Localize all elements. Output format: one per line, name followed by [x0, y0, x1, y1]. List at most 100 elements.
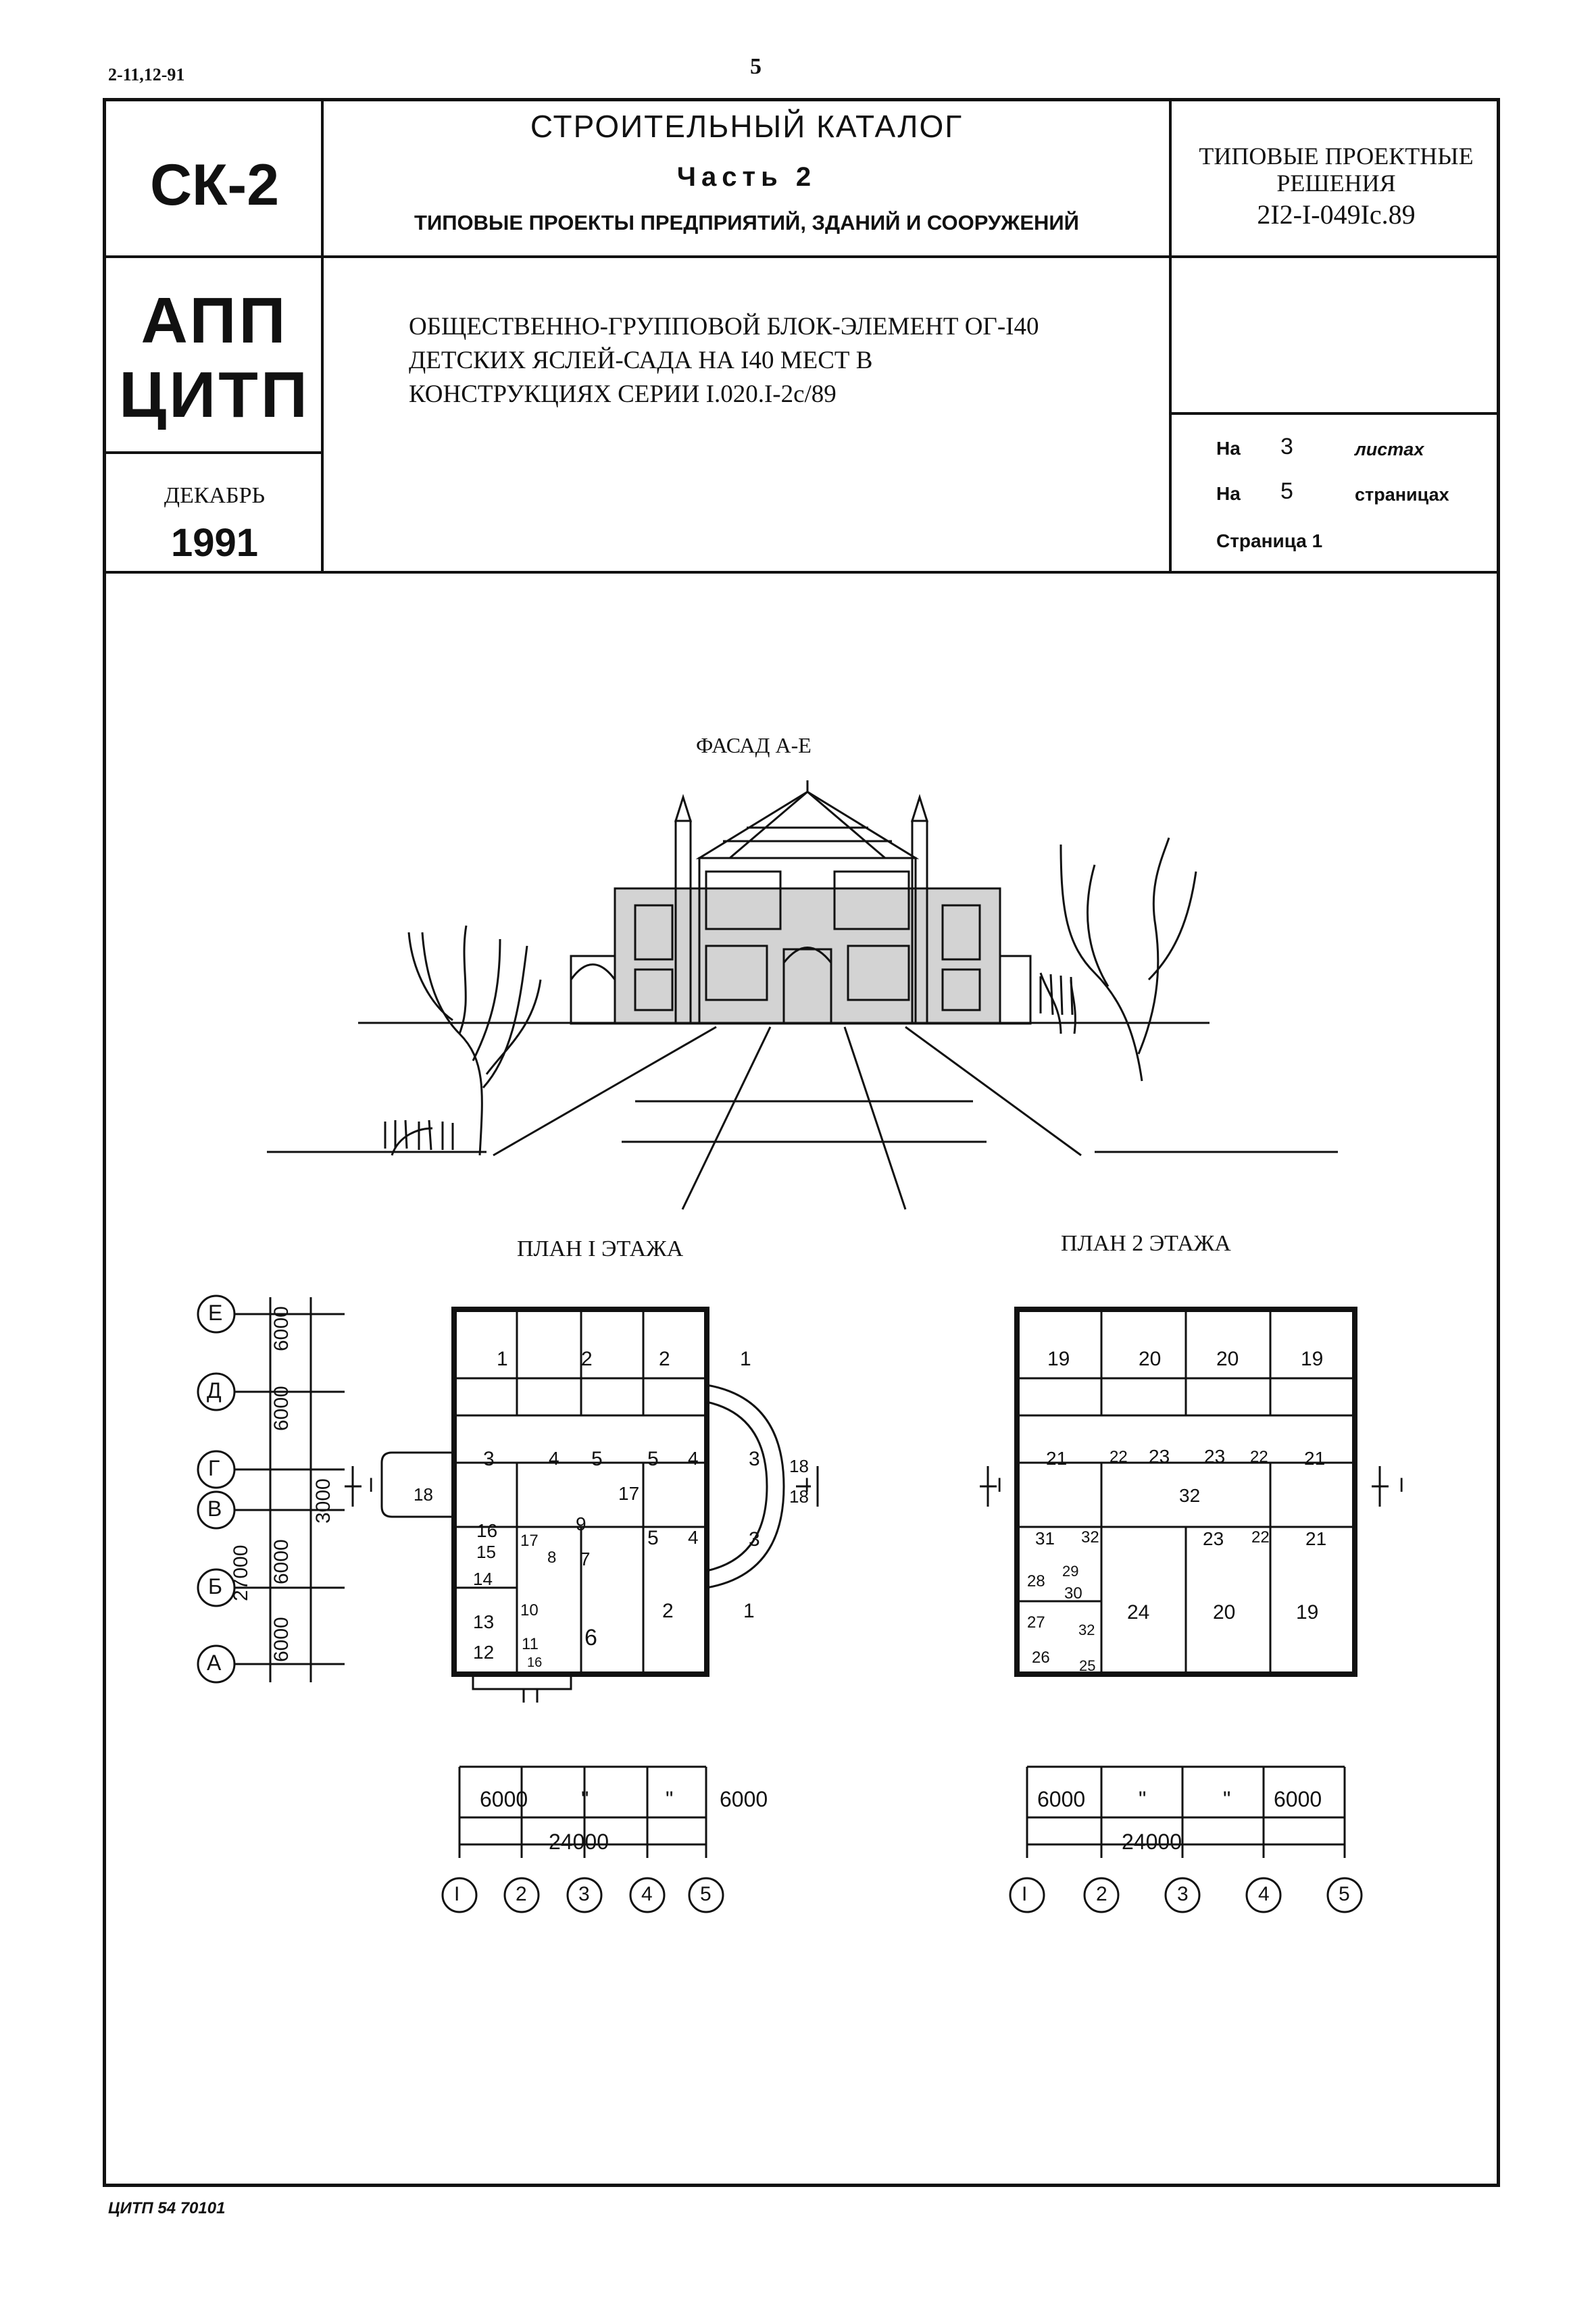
room-number: 4 [549, 1448, 559, 1469]
facade-title: ФАСАД А-Е [696, 733, 812, 757]
room-number: 6 [584, 1625, 597, 1651]
row-axis-label: Е [208, 1301, 223, 1325]
room-number: 13 [473, 1611, 495, 1632]
horizontal-dimension: 6000 [720, 1787, 768, 1811]
catalog-title: СТРОИТЕЛЬНЫЙ КАТАЛОГ [530, 109, 964, 144]
room-number: 4 [688, 1527, 699, 1548]
pages-suffix: страницах [1355, 484, 1449, 505]
room-number: 11 [522, 1635, 539, 1653]
room-number: 21 [1046, 1448, 1068, 1469]
column-axis-label: 4 [1258, 1883, 1270, 1905]
room-number: 17 [618, 1483, 640, 1504]
room-number: 23 [1149, 1446, 1170, 1467]
room-number: 2 [581, 1348, 593, 1370]
column-axis-label: 5 [700, 1883, 712, 1905]
room-number: 30 [1064, 1584, 1082, 1603]
footer-imprint: ЦИТП 54 70101 [108, 2199, 226, 2217]
room-number: 26 [1032, 1649, 1050, 1667]
project-description-3: КОНСТРУКЦИЯХ СЕРИИ I.020.I-2c/89 [409, 380, 837, 408]
room-number: 2 [659, 1348, 670, 1370]
room-number: 23 [1203, 1528, 1224, 1549]
room-number: 8 [547, 1549, 557, 1567]
room-number: 2 [662, 1600, 674, 1622]
section-mark: I [804, 1474, 810, 1496]
divider [103, 451, 322, 454]
column-axis-label: 4 [641, 1883, 653, 1905]
room-number: 4 [688, 1448, 699, 1469]
row-axes [197, 1294, 236, 1684]
divider [1169, 412, 1500, 415]
column-axis-label: I [454, 1883, 460, 1905]
part-title: ТИПОВЫЕ ПРОЕКТЫ ПРЕДПРИЯТИЙ, ЗДАНИЙ И СО… [414, 211, 1079, 234]
row-axis-label: А [207, 1651, 222, 1675]
room-number: 23 [1204, 1446, 1226, 1467]
room-number: 7 [580, 1549, 591, 1569]
room-number: 22 [1251, 1528, 1270, 1546]
room-number: 20 [1216, 1348, 1239, 1370]
org-name-2: ЦИТП [119, 359, 310, 431]
room-number: 14 [473, 1569, 493, 1589]
room-number: 5 [647, 1527, 659, 1549]
divider [1169, 98, 1172, 572]
overall-horizontal-dimension: 24000 [549, 1830, 609, 1854]
room-number: 29 [1062, 1563, 1079, 1580]
room-number: 31 [1035, 1528, 1055, 1549]
row-axis-label: Б [208, 1574, 222, 1599]
room-number: 24 [1127, 1601, 1150, 1624]
room-number: 1 [740, 1348, 751, 1370]
row-axis-label: Д [207, 1378, 222, 1403]
room-number: 1 [743, 1600, 755, 1622]
room-number: 19 [1047, 1348, 1070, 1370]
column-axes [441, 1877, 724, 1913]
room-number: 22 [1250, 1448, 1268, 1466]
room-number: 9 [576, 1513, 587, 1534]
issue-month: ДЕКАБРЬ [164, 483, 266, 508]
room-number: 5 [647, 1448, 659, 1470]
column-axis-label: I [1022, 1883, 1028, 1905]
column-axis-label: 2 [516, 1883, 527, 1905]
row-axis-label: В [207, 1496, 222, 1521]
column-axis-label: 2 [1096, 1883, 1107, 1905]
divider [103, 571, 1500, 574]
room-number: 21 [1304, 1448, 1326, 1469]
horizontal-dimension: " [581, 1787, 589, 1811]
room-number: 3 [749, 1528, 760, 1551]
room-number: 10 [520, 1601, 539, 1619]
doc-code: 2-11,12-91 [108, 65, 185, 84]
room-number: 27 [1027, 1613, 1045, 1632]
section-mark: I [1399, 1474, 1405, 1496]
horizontal-dimension: 6000 [1274, 1787, 1322, 1811]
room-number: 18 [414, 1484, 433, 1505]
sheets-suffix: листах [1355, 439, 1424, 459]
room-number: 20 [1139, 1348, 1162, 1370]
room-number: 18 [789, 1486, 809, 1507]
project-description: ОБЩЕСТВЕННО-ГРУППОВОЙ БЛОК-ЭЛЕМЕНТ ОГ-I4… [409, 313, 1039, 341]
project-description-2: ДЕТСКИХ ЯСЛЕЙ-САДА НА I40 МЕСТ В [409, 347, 873, 374]
horizontal-dimension: 6000 [480, 1787, 528, 1811]
plan2-title: ПЛАН 2 ЭТАЖА [1061, 1231, 1231, 1256]
vertical-dimension: 3000 [312, 1478, 334, 1524]
catalog-part: Часть 2 [676, 162, 817, 192]
room-number: 3 [749, 1448, 760, 1470]
divider [103, 255, 1500, 258]
room-number: 32 [1078, 1621, 1095, 1638]
decisions-label-2: РЕШЕНИЯ [1276, 170, 1396, 197]
decisions-label: ТИПОВЫЕ ПРОЕКТНЫЕ [1199, 143, 1474, 170]
sheet-frame [103, 98, 1500, 2187]
vertical-dimension: 6000 [270, 1386, 293, 1431]
divider [321, 98, 324, 572]
room-number: 22 [1109, 1448, 1128, 1466]
horizontal-dimension: " [1139, 1787, 1147, 1811]
room-number: 20 [1213, 1601, 1236, 1624]
horizontal-dimension: 6000 [1037, 1787, 1086, 1811]
floor-plan-2 [980, 1307, 1389, 1913]
horizontal-dimension: " [666, 1787, 674, 1811]
section-mark: I [997, 1474, 1003, 1496]
room-number: 32 [1179, 1485, 1201, 1506]
room-number: 5 [591, 1448, 603, 1470]
room-number: 17 [520, 1532, 539, 1550]
section-mark: I [368, 1474, 374, 1496]
sheets-count: 3 [1280, 434, 1293, 459]
project-code: 2I2-I-049Ic.89 [1257, 199, 1416, 230]
pages-count: 5 [1280, 478, 1293, 504]
